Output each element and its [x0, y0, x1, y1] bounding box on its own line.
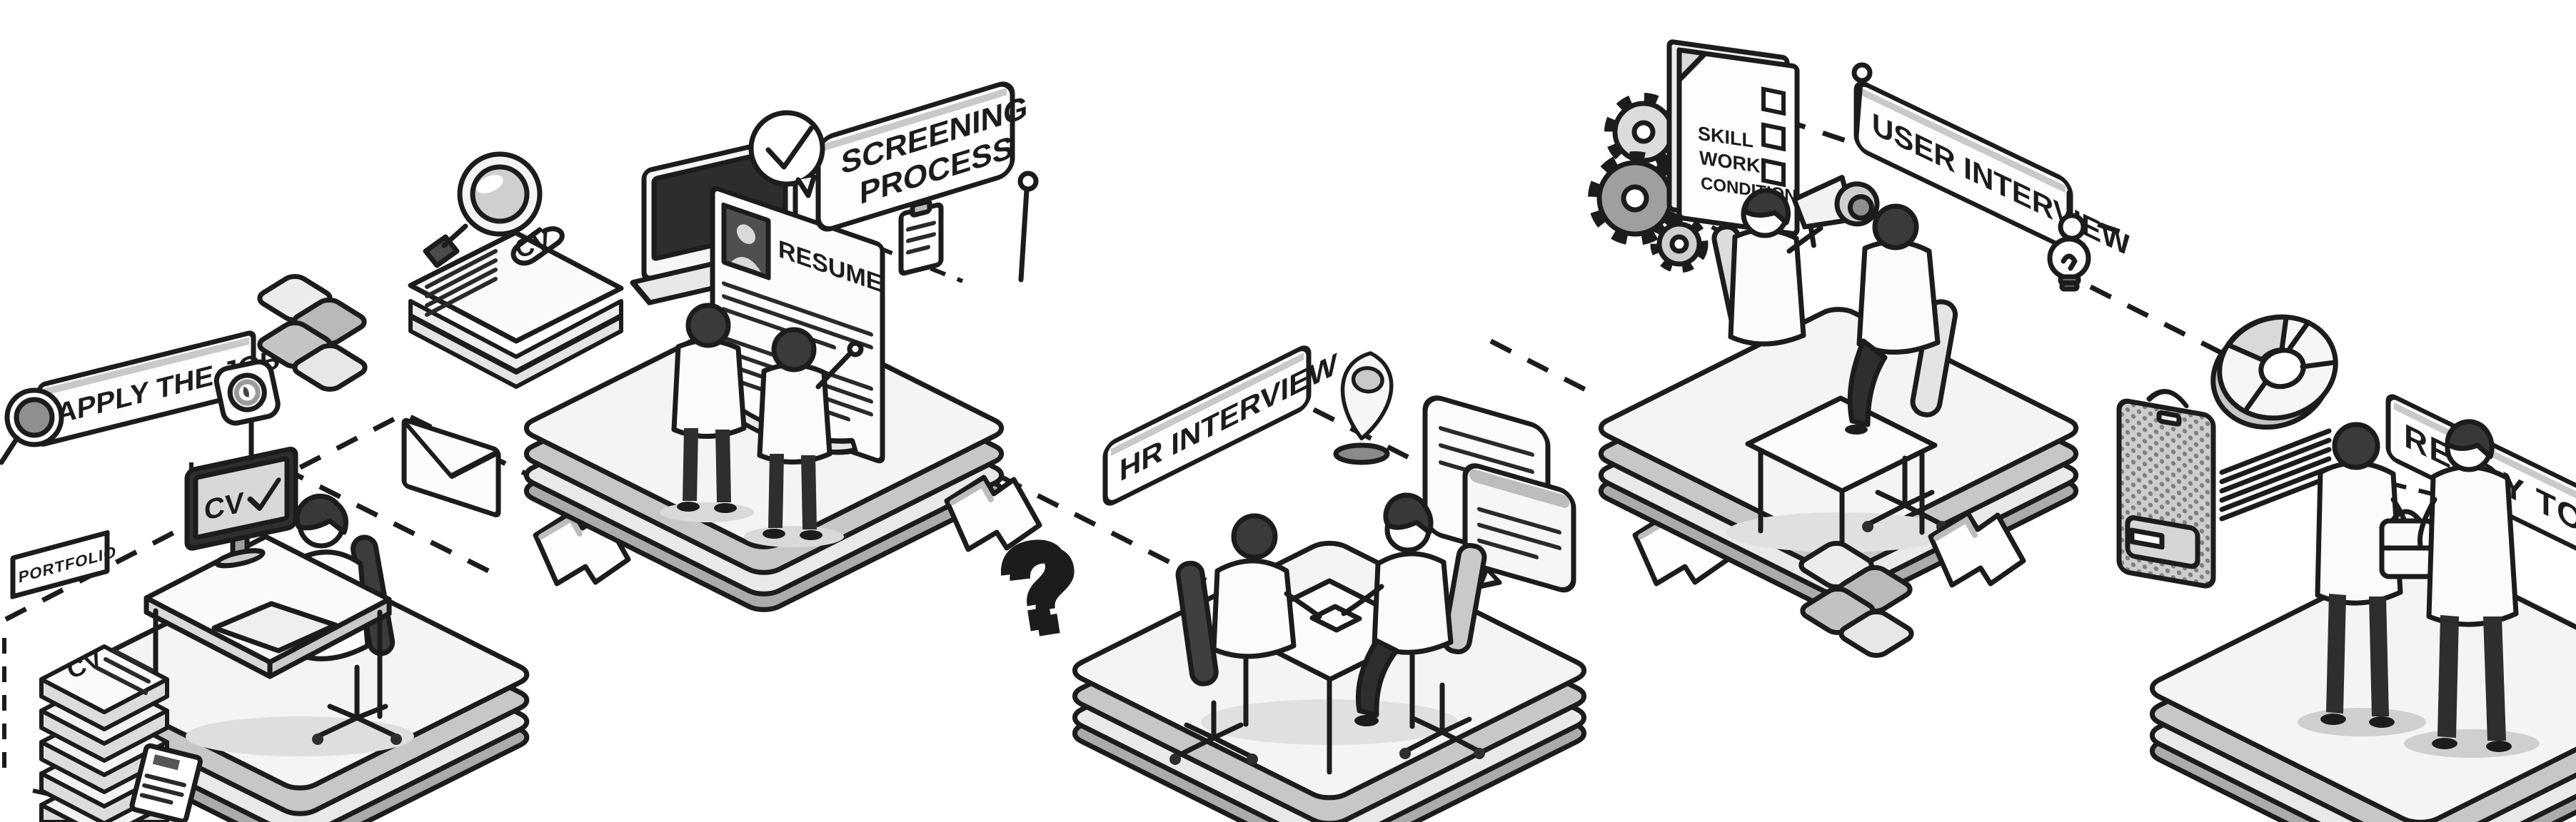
speech-bubbles-icon [1422, 395, 1576, 593]
sign-hr-interview: HR INTERVIEW [1102, 345, 1337, 506]
donut-chart-icon [2210, 314, 2338, 430]
cv-book-stack: CV [39, 644, 169, 822]
question-mark-icon: ? ? [987, 510, 1095, 666]
person-shadow [660, 502, 754, 522]
stage-user-interview: SKILL WORK CONDITION USER INTERVIEW [1588, 39, 2130, 614]
stage-screening-process: CV RESUME [408, 81, 1039, 614]
person-user-candidate [1845, 203, 1958, 532]
person-user-interviewer [1711, 175, 1880, 347]
person-hr-candidate [1341, 492, 1487, 759]
person-reviewer-2 [757, 327, 864, 540]
checkmark-badge-icon [748, 110, 825, 198]
sign-apply-the-job: APPLY THE JOB [0, 330, 281, 465]
clipboard-icon [898, 199, 944, 276]
camera-icon [213, 359, 281, 426]
envelope-icon [401, 417, 501, 517]
person-manager [2417, 419, 2519, 752]
stage-hr-interview: HR INTERVIEW [1065, 345, 1594, 822]
light-bulb-icon [2047, 236, 2091, 292]
keyboard [211, 601, 338, 654]
location-pin-icon [1333, 351, 1394, 465]
stripe-lines-icon [2219, 428, 2332, 522]
person-shadow [744, 526, 844, 547]
hr-sign-label: HR INTERVIEW [1120, 347, 1337, 488]
monitor: CV [184, 447, 298, 569]
person-shadow [2404, 729, 2540, 758]
skill-checklist-document: SKILL WORK CONDITION [1666, 39, 1800, 236]
desk-shadow [186, 716, 414, 756]
pin-icon [1851, 62, 1873, 138]
magnifier-icon [0, 387, 64, 465]
cv-folder: CV [408, 151, 624, 389]
briefcase-icon [2116, 389, 2216, 589]
id-card [129, 743, 203, 822]
pin-icon [1017, 171, 1039, 283]
stage-apply-the-job: CV CV [0, 330, 535, 822]
person-hr-interviewer [1169, 513, 1322, 765]
stage-ready-to-work: READY TO WORK [2116, 314, 2576, 822]
portfolio-sign: PORTFOLIO [10, 530, 116, 599]
paperclip-icon [510, 226, 565, 266]
magnifier-icon [423, 151, 543, 268]
person-shadow [2298, 708, 2426, 736]
megaphone-icon [1791, 175, 1880, 248]
person-reviewer-1 [671, 303, 747, 513]
check-icon [247, 477, 281, 511]
